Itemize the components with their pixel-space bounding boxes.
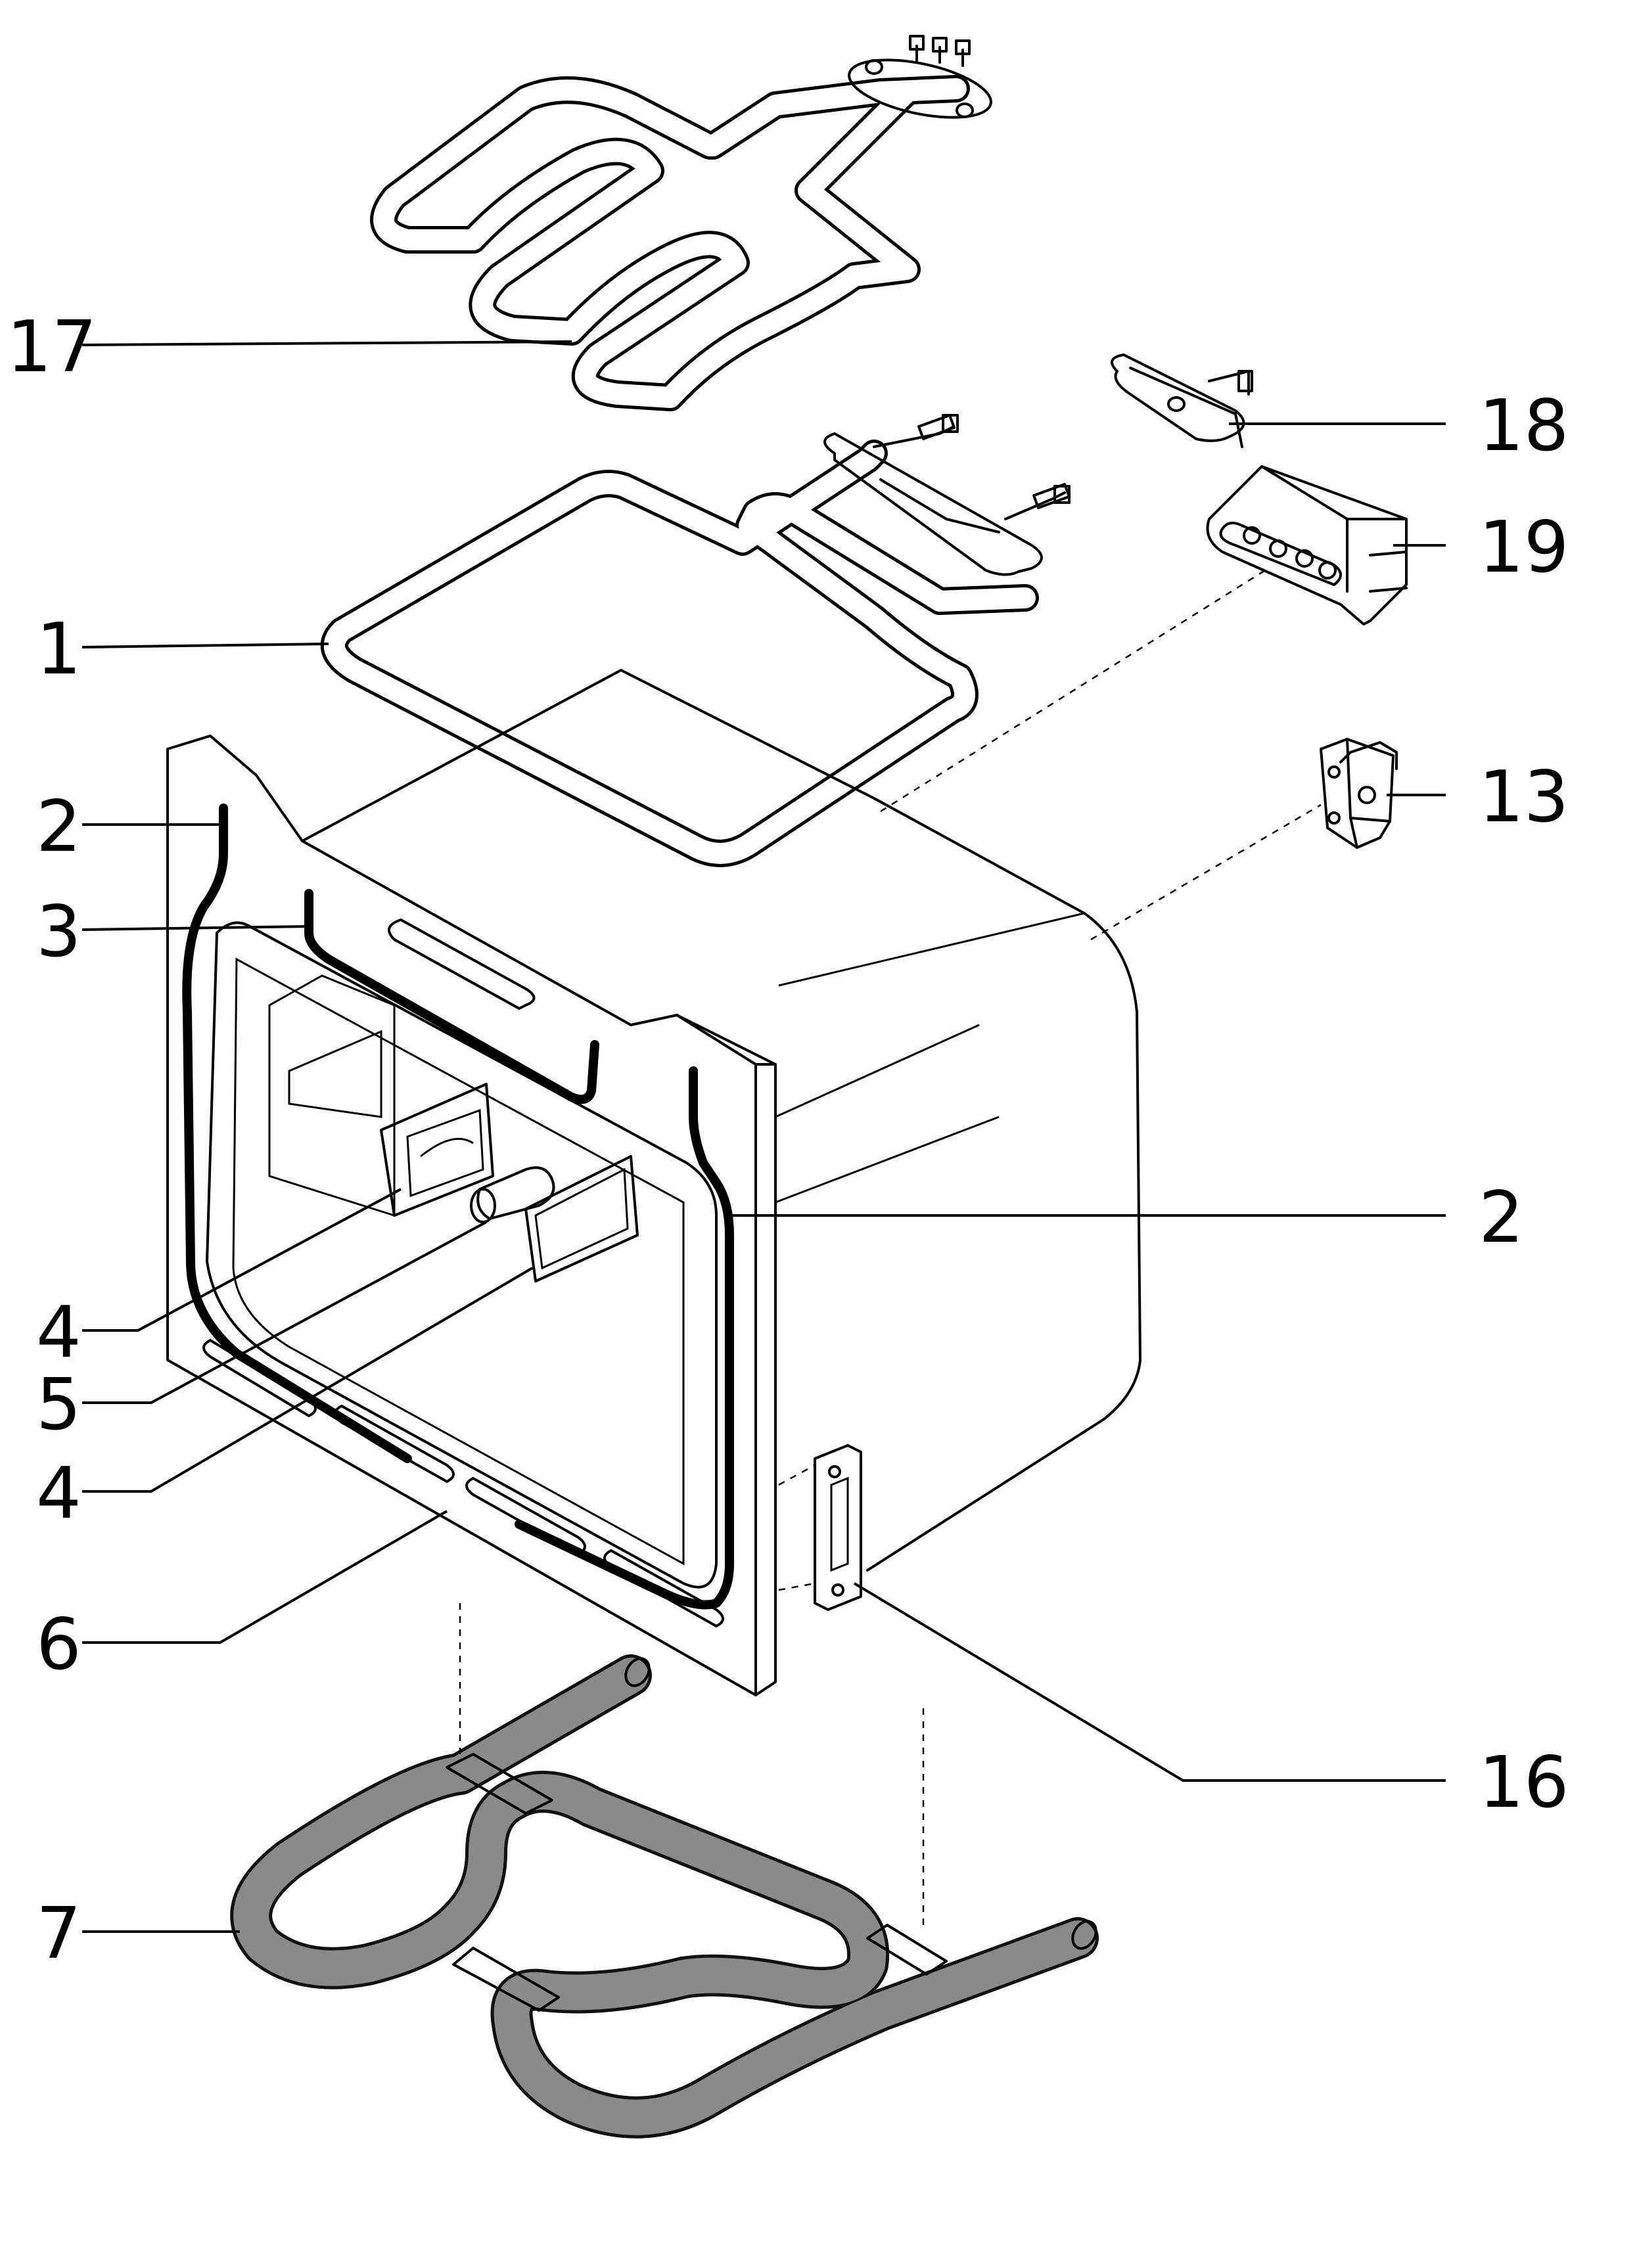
callout-labels: 17 18 19 1 2 3 13 2 4 5 4 6 16 7 [7,306,1569,1975]
leader-6 [82,1510,448,1644]
label-17: 17 [7,306,97,388]
leader-1 [81,643,329,648]
label-3: 3 [36,891,81,973]
leader-5 [82,1221,487,1404]
leader-4a [82,1188,402,1332]
bottom-element [230,1654,1099,2139]
label-2-right: 2 [1479,1177,1524,1259]
label-4-lower: 4 [36,1453,81,1535]
label-16: 16 [1479,1742,1569,1824]
leader-lines [81,340,1446,1933]
label-4-upper: 4 [36,1292,81,1374]
leader-17 [81,340,572,346]
terminal-block [1206,465,1408,625]
label-19: 19 [1479,507,1569,589]
grill-element [370,35,992,411]
leader-4b [82,1267,534,1493]
top-element [320,414,1071,867]
label-5: 5 [36,1364,81,1446]
alignment-lines [459,567,1322,1925]
label-2-left: 2 [36,786,81,868]
oven-cavity [166,669,1141,1696]
label-18: 18 [1479,385,1569,467]
label-7: 7 [36,1893,81,1975]
leader-16 [853,1582,1446,1782]
leader-3 [81,925,310,931]
label-13: 13 [1479,756,1569,838]
label-6: 6 [36,1604,81,1686]
safety-thermostat [1320,738,1398,849]
label-1: 1 [36,608,81,691]
lamp-holder [1111,353,1253,448]
